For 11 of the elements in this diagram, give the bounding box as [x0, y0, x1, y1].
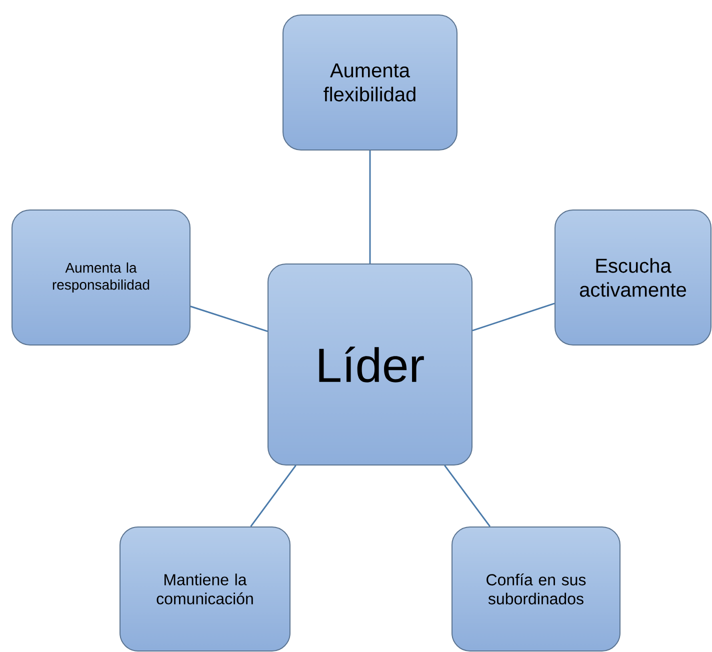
rounded-box: Escucha activamente: [554, 210, 712, 346]
connector-line: [250, 465, 296, 527]
connector-line: [444, 465, 491, 527]
connector-line: [190, 306, 268, 332]
rounded-box: Confía en sus subordinados: [452, 526, 620, 652]
connector-line: [369, 150, 371, 264]
connector-line: [472, 302, 555, 332]
rounded-box: Líder: [268, 263, 472, 466]
rounded-box: Mantiene la comunicación: [120, 526, 290, 652]
rounded-box: Aumenta la responsabilidad: [12, 210, 190, 346]
rounded-box: Aumenta flexibilidad: [282, 14, 458, 150]
